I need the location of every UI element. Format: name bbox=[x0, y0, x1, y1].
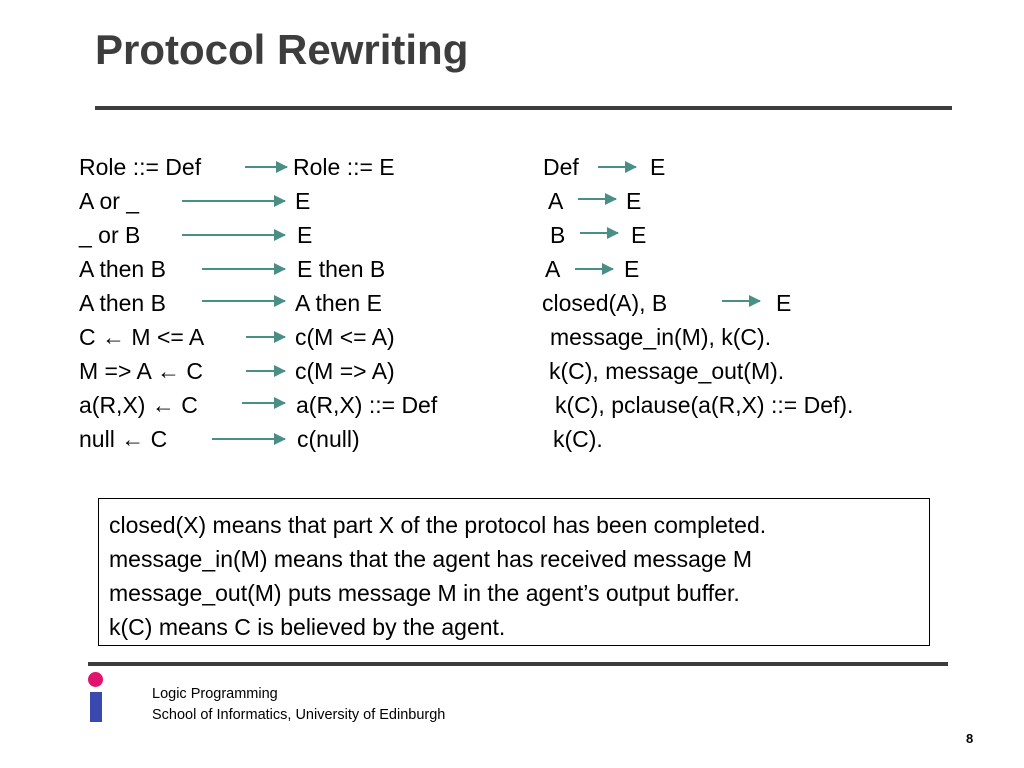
rule-rhs: E bbox=[295, 188, 311, 214]
rule-lhs: A then B bbox=[79, 290, 166, 316]
rewrite-arrow-icon bbox=[246, 365, 286, 377]
rule-result: message_in(M), k(C). bbox=[550, 324, 772, 350]
rule-row: M => A ← C c(M => A) k(C), message_out(M… bbox=[0, 354, 1024, 388]
result-arrow-icon bbox=[580, 227, 619, 239]
rule-result-target: E bbox=[650, 154, 666, 180]
rule-row: A then B E then B A E bbox=[0, 252, 1024, 286]
rule-result: closed(A), B bbox=[542, 290, 668, 316]
title-divider bbox=[95, 106, 952, 110]
rule-result: k(C), message_out(M). bbox=[549, 358, 785, 384]
rule-lhs: C ← M <= A bbox=[79, 324, 205, 350]
rewrite-arrow-icon bbox=[182, 195, 286, 207]
rule-lhs: M => A ← C bbox=[79, 358, 203, 384]
rewrite-arrow-icon bbox=[202, 295, 286, 307]
rule-rhs: A then E bbox=[295, 290, 382, 316]
rule-rhs: E bbox=[297, 222, 313, 248]
page-number: 8 bbox=[966, 731, 974, 746]
rule-result-target: E bbox=[624, 256, 640, 282]
rewrite-arrow-icon bbox=[242, 397, 286, 409]
result-arrow-icon bbox=[722, 295, 761, 307]
footer-divider bbox=[88, 662, 948, 666]
footer-institution: School of Informatics, University of Edi… bbox=[152, 707, 446, 723]
logo-bar-icon bbox=[90, 692, 102, 722]
rewrite-arrow-icon bbox=[202, 263, 286, 275]
rule-lhs: A then B bbox=[79, 256, 166, 282]
rule-rhs: c(M <= A) bbox=[295, 324, 395, 350]
rule-row: A or _ E A E bbox=[0, 184, 1024, 218]
rule-rhs: c(null) bbox=[297, 426, 360, 452]
rewrite-arrow-icon bbox=[212, 433, 286, 445]
rule-lhs: _ or B bbox=[79, 222, 141, 248]
rule-result: Def bbox=[543, 154, 579, 180]
rule-row: Role ::= Def Role ::= E Def E bbox=[0, 150, 1024, 184]
rule-row: _ or B E B E bbox=[0, 218, 1024, 252]
definition-line: k(C) means C is believed by the agent. bbox=[109, 614, 506, 640]
slide-title: Protocol Rewriting bbox=[95, 26, 469, 73]
logo-dot-icon bbox=[88, 672, 103, 687]
rule-lhs: A or _ bbox=[79, 188, 140, 214]
rule-result: A bbox=[545, 256, 561, 282]
rule-lhs: null ← C bbox=[79, 426, 168, 452]
rule-rhs: c(M => A) bbox=[295, 358, 395, 384]
rule-rhs: a(R,X) ::= Def bbox=[296, 392, 438, 418]
result-arrow-icon bbox=[575, 263, 614, 275]
result-arrow-icon bbox=[598, 161, 637, 173]
rule-rhs: E then B bbox=[297, 256, 386, 282]
footer-course: Logic Programming bbox=[152, 686, 278, 702]
rule-lhs: a(R,X) ← C bbox=[79, 392, 198, 418]
rewrite-arrow-icon bbox=[182, 229, 286, 241]
rule-result-target: E bbox=[776, 290, 792, 316]
rule-rhs: Role ::= E bbox=[293, 154, 395, 180]
rule-row: null ← C c(null) k(C). bbox=[0, 422, 1024, 456]
result-arrow-icon bbox=[578, 193, 617, 205]
rewrite-arrow-icon bbox=[245, 161, 288, 173]
university-logo bbox=[88, 672, 106, 724]
rule-row: A then B A then E closed(A), B E bbox=[0, 286, 1024, 320]
rule-row: C ← M <= A c(M <= A) message_in(M), k(C)… bbox=[0, 320, 1024, 354]
definitions-box: closed(X) means that part X of the proto… bbox=[98, 498, 930, 646]
rule-result-target: E bbox=[631, 222, 647, 248]
rule-result: k(C). bbox=[553, 426, 603, 452]
rule-lhs: Role ::= Def bbox=[79, 154, 202, 180]
rule-result: A bbox=[548, 188, 564, 214]
rule-result-target: E bbox=[626, 188, 642, 214]
rule-result: B bbox=[550, 222, 566, 248]
definition-line: message_out(M) puts message M in the age… bbox=[109, 580, 740, 606]
rule-row: a(R,X) ← C a(R,X) ::= Def k(C), pclause(… bbox=[0, 388, 1024, 422]
rule-result: k(C), pclause(a(R,X) ::= Def). bbox=[555, 392, 854, 418]
rewrite-arrow-icon bbox=[246, 331, 286, 343]
definition-line: message_in(M) means that the agent has r… bbox=[109, 546, 753, 572]
definition-line: closed(X) means that part X of the proto… bbox=[109, 512, 767, 538]
